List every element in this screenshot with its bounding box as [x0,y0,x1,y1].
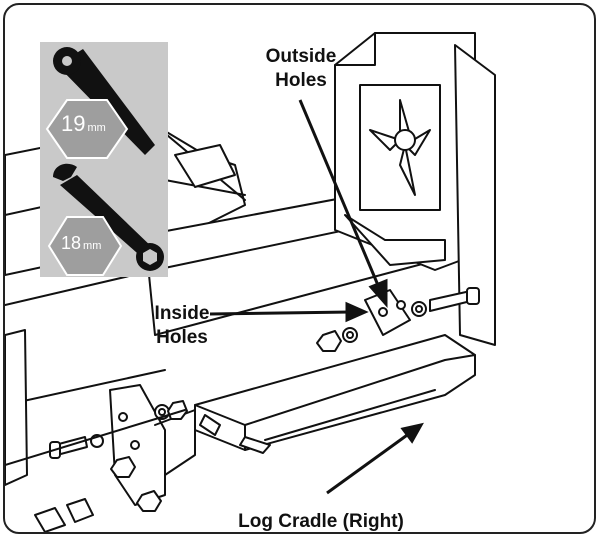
wrench-icon [53,163,164,271]
arrow-outside-holes [298,99,382,291]
lower-beam-line [5,409,186,466]
washer-mid-hole [346,331,354,339]
arrow-log-cradle-head [400,422,424,444]
outside-holes-label: Outside Holes [241,45,361,93]
arrow-inside-holes-head [345,301,369,323]
outside-holes-line2: Holes [275,70,327,91]
lower-beam-edge [5,369,166,406]
left-mount-hole-1 [118,412,128,422]
inside-holes-label: Inside Holes [127,302,237,350]
wrench-unit: mm [83,240,102,252]
inside-holes-line2: Holes [156,327,208,348]
arrow-log-cradle [326,431,411,495]
wrench-size: 18 [61,233,82,253]
left-housing [5,329,28,486]
arrow-outside-holes-head [368,278,388,308]
cradle-slot-left [199,414,221,436]
arrow-inside-holes [209,310,352,316]
bolt-head [466,287,480,305]
log-cradle [194,334,476,451]
cradle-groove [264,389,436,441]
tool-icons [45,47,164,276]
push-plate-side [454,44,496,346]
lower-slot-2 [66,498,94,523]
push-plate-edge [334,32,376,66]
hex-badge-18 [47,216,123,276]
nut-left-mid [110,456,136,478]
left-mount-hole-2 [130,440,140,450]
washer-left-hole [158,408,166,416]
ratchet-size: 19 [61,111,86,136]
outside-holes-line1: Outside [265,46,337,67]
ratchet-unit: mm [87,122,106,134]
cradle-slot-right [239,436,271,454]
nut-left-bottom [136,490,162,512]
frame-bracket [174,144,236,188]
inside-holes-line1: Inside [154,303,210,324]
wedge-hub [394,129,416,151]
cradle-inner-edge [194,354,476,426]
log-cradle-label: Log Cradle (Right) [238,511,404,532]
lower-slot-1 [34,507,66,532]
washer-right-hole [415,305,423,313]
hex-badge-19 [45,99,129,159]
plate-base [344,214,446,266]
wedge-blade-left [369,129,401,151]
inside-hole [378,307,388,317]
outside-hole [396,300,406,310]
nut-mid [316,330,342,352]
wedge-blade-bottom [399,144,416,196]
